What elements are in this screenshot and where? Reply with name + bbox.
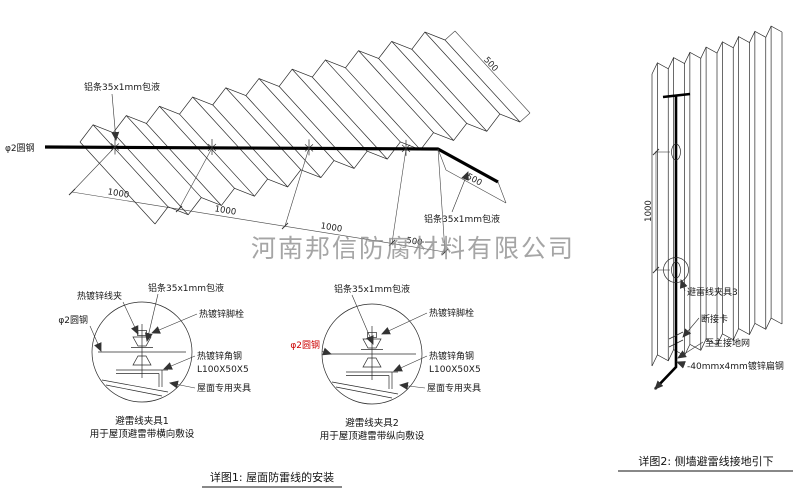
clamp-detail-1-drawing [91,301,193,403]
detail2-round-steel-label: φ2圆钢 [290,339,320,351]
detail2-al-strip-label: 铝条35x1mm包液 [334,283,410,295]
wall-flat-steel-label: -40mmx4mm镀锌扁钢 [687,360,784,372]
wall-clamp3-label: 避雷线夹具3 [687,286,738,298]
detail1-subtitle: 用于屋顶避雷带横向敷设 [90,428,195,440]
detail2-roof-clamp-label: 屋面专用夹具 [427,382,481,394]
wall-dim-1000: 1000 [644,200,654,222]
dim-500-a: 500 [406,236,424,248]
wall-dimension [652,148,670,274]
roof-round-steel-label: φ2圆钢 [5,142,35,154]
detail2-angle-spec-label: L100X50X5 [429,365,481,375]
leader-roof-clamp-d1 [169,380,196,389]
corrugated-roof-drawing [79,31,521,225]
leader-wire-clip [122,301,139,335]
detail1-title: 避雷线夹具1 [115,415,169,427]
leader-round-steel-d2 [321,347,332,356]
detail1-bolt-label: 热镀锌脚栓 [199,308,244,320]
caption-detail2: 详图2: 侧墙避雷线接地引下 [638,454,773,468]
leader-al-strip-d2 [351,294,374,345]
wall-labels: 避雷线夹具3 断接卡 至主接地网 -40mmx4mm镀锌扁钢 [676,279,784,372]
leader-round-steel-d1 [89,325,102,352]
wall-wire-top-bar [662,92,691,99]
leader-al-strip-right [451,171,469,213]
leader-angle-steel-d2 [393,355,428,372]
corrugated-wall-drawing [651,25,783,367]
dim-500-c: 500 [481,55,499,74]
company-watermark: 河南邦信防腐材料有限公司 [251,234,575,263]
leader-al-strip-top [111,93,120,141]
detail2-bolt-label: 热镀锌脚栓 [429,307,474,319]
leader-flat-steel [676,361,686,369]
leader-bolt-d1 [151,313,198,334]
roof-al-strip-right-label: 铝条35x1mm包液 [424,213,500,225]
detail1-round-steel-label: φ2圆钢 [58,314,88,326]
roof-al-strip-top-label: 铝条35x1mm包液 [84,81,160,93]
leader-angle-steel-d1 [163,355,196,370]
detail1-angle-spec-label: L100X50X5 [197,365,249,375]
dim-1000-b: 1000 [214,204,237,217]
dim-1000-c: 1000 [320,221,343,234]
leader-bolt-d2 [381,312,428,335]
leader-roof-clamp-d2 [399,381,426,390]
detail2-subtitle: 用于屋顶避雷带纵向敷设 [320,430,425,442]
detail2-angle-steel-label: 热镀锌角钢 [429,350,474,362]
leader-clamp3 [679,279,688,292]
detail1-roof-clamp-label: 屋面专用夹具 [197,382,251,394]
roof-dimension-chain [68,30,531,256]
clamp-detail-1-labels: 热镀锌线夹 铝条35x1mm包液 热镀锌脚栓 φ2圆钢 热镀锌角钢 L100X5… [58,282,251,440]
detail1-angle-steel-label: 热镀锌角钢 [197,350,242,362]
wall-to-ground-label: 至主接地网 [705,337,750,349]
wall-disconnect-label: 断接卡 [701,313,728,325]
caption-detail1: 详图1: 屋面防雷线的安装 [210,470,334,484]
leader-al-strip-d1 [144,293,159,342]
roof-lightning-wire [44,145,499,184]
clamp-detail-2-drawing [321,303,423,405]
leader-to-ground [677,341,704,359]
detail2-title: 避雷线夹具2 [345,417,399,429]
dim-1000-a: 1000 [107,187,130,200]
detail1-al-strip-label: 铝条35x1mm包液 [148,282,224,294]
clamp-detail-2-labels: 铝条35x1mm包液 热镀锌脚栓 φ2圆钢 热镀锌角钢 L100X50X5 屋面… [290,283,481,442]
wall-ground-lead [654,342,678,390]
leader-disconnect [682,317,700,338]
detail1-wire-clip-label: 热镀锌线夹 [77,290,122,302]
